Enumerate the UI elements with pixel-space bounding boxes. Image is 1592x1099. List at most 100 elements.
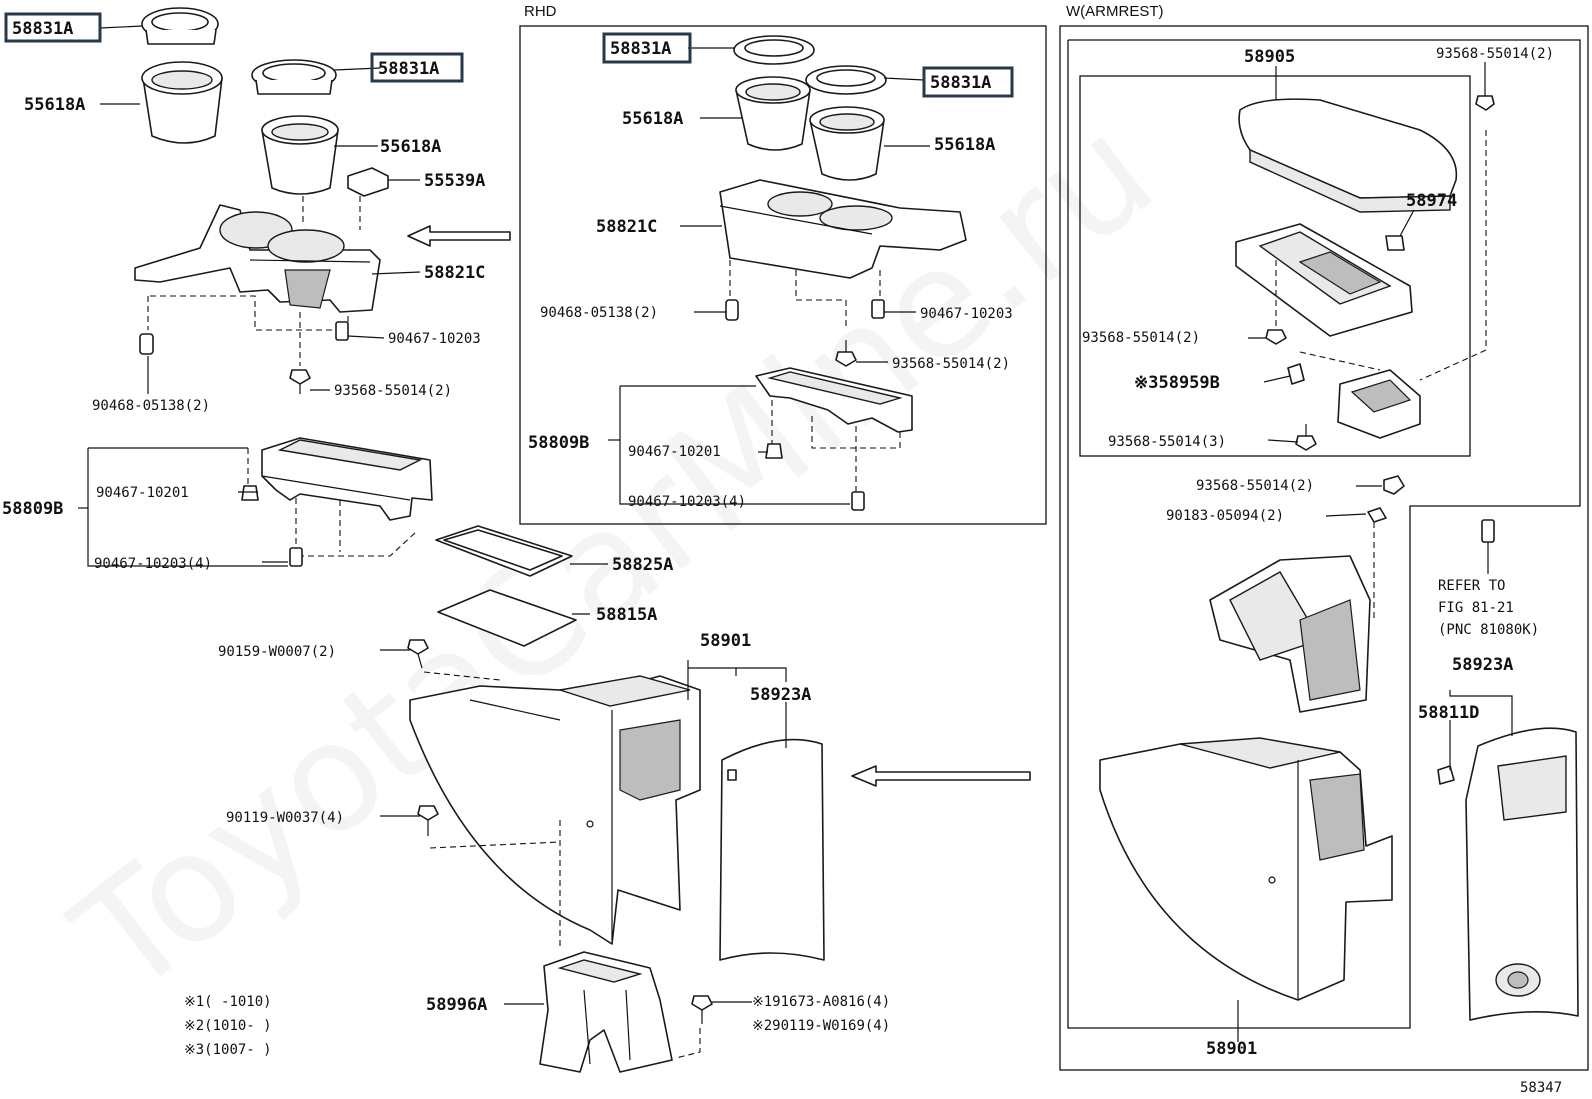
bolt-90119-W0037[interactable]: [417, 805, 439, 836]
cup-insert-55618A-rhd-1[interactable]: [735, 76, 811, 151]
direction-arrow-left-lower: [851, 765, 1031, 787]
label-55539A[interactable]: 55539A: [424, 171, 485, 191]
console-box-58901-armrest[interactable]: [1099, 737, 1393, 1001]
pad-58815A[interactable]: [437, 589, 577, 647]
clip-55539A[interactable]: [347, 167, 389, 197]
side-panel-58923A-middle[interactable]: [719, 738, 825, 961]
clip-90468-05138-rhd[interactable]: [725, 299, 739, 321]
screw-93568-55014-left[interactable]: [289, 369, 311, 394]
clip-90467-10201-rhd[interactable]: [765, 443, 783, 459]
label-58901-1[interactable]: 58901: [700, 631, 751, 651]
armrest-frame: W(ARMREST): [1059, 3, 1589, 1071]
footnote-1: ※1( -1010): [184, 994, 272, 1010]
label-58959B[interactable]: ※358959B: [1134, 373, 1220, 393]
highlight-58831A-4: [922, 66, 1014, 98]
part-labels: 58831A 55618A 58831A 55618A 55539A 58821…: [2, 19, 1562, 1096]
side-panel-58923A-armrest[interactable]: [1465, 727, 1579, 1021]
label-90119-W0037[interactable]: 90119-W0037(4): [226, 810, 344, 826]
label-290119-W0169[interactable]: ※290119-W0169(4): [752, 1018, 890, 1034]
screw-93568-55014-armrest-low[interactable]: [1383, 475, 1405, 495]
label-58905[interactable]: 58905: [1244, 47, 1295, 67]
label-58831A-2[interactable]: 58831A: [378, 59, 439, 79]
label-90183-05094[interactable]: 90183-05094(2): [1166, 508, 1284, 524]
label-58996A[interactable]: 58996A: [426, 995, 487, 1015]
cup-ring-58831A-rhd-1[interactable]: [733, 35, 815, 65]
harness-clip-reference[interactable]: [1481, 519, 1495, 574]
direction-arrow-left-upper: [407, 225, 511, 247]
clip-90183-05094[interactable]: [1367, 507, 1387, 523]
highlight-58831A-1: [4, 12, 102, 43]
cup-ring-58831A-top-left[interactable]: [141, 7, 219, 45]
cup-insert-55618A-rhd-2[interactable]: [809, 106, 885, 181]
label-90467-10203-4b[interactable]: 90467-10203(4): [628, 494, 746, 510]
clip-90468-05138-left[interactable]: [139, 333, 154, 355]
screw-93568-55014-armrest-top[interactable]: [1475, 84, 1495, 111]
screw-93568-55014-armrest-mid[interactable]: [1265, 329, 1287, 345]
bracket-58809B-left[interactable]: [261, 437, 433, 521]
clip-90467-10201-left[interactable]: [241, 485, 259, 501]
label-90467-10201-1[interactable]: 90467-10201: [96, 485, 189, 501]
label-58831A-3[interactable]: 58831A: [610, 39, 671, 59]
label-93568-55014-2a[interactable]: 93568-55014(2): [334, 383, 452, 399]
label-93568-55014-2c[interactable]: 93568-55014(2): [1436, 46, 1554, 62]
armrest-box-frame[interactable]: [1209, 555, 1371, 713]
clip-58959B[interactable]: [1287, 363, 1305, 385]
label-58821C-1[interactable]: 58821C: [424, 263, 485, 283]
bolt-191673-A0816[interactable]: [691, 995, 713, 1024]
label-58809B-1[interactable]: 58809B: [2, 499, 63, 519]
label-93568-55014-2d[interactable]: 93568-55014(2): [1082, 330, 1200, 346]
label-191673-A0816[interactable]: ※191673-A0816(4): [752, 994, 890, 1010]
highlight-58831A-3: [602, 32, 692, 64]
label-55618A-1[interactable]: 55618A: [24, 95, 85, 115]
label-93568-55014-2e[interactable]: 93568-55014(2): [1196, 478, 1314, 494]
clip-90467-10203-left[interactable]: [335, 321, 349, 341]
label-90468-05138-2a[interactable]: 90468-05138(2): [92, 398, 210, 414]
label-58974[interactable]: 58974: [1406, 191, 1457, 211]
label-90467-10203-1[interactable]: 90467-10203: [388, 331, 481, 347]
clip-58974[interactable]: [1385, 235, 1405, 251]
label-58809B-2[interactable]: 58809B: [528, 433, 589, 453]
label-90467-10201-2[interactable]: 90467-10201: [628, 444, 721, 460]
label-55618A-4[interactable]: 55618A: [934, 135, 995, 155]
screw-93568-55014-rhd[interactable]: [835, 340, 857, 367]
bracket-58996A[interactable]: [539, 951, 673, 1073]
clip-90467-10203-4-rhd[interactable]: [851, 491, 865, 511]
latch-assembly-58905[interactable]: [1337, 369, 1421, 439]
label-58901-2[interactable]: 58901: [1206, 1039, 1257, 1059]
cup-insert-55618A-left[interactable]: [141, 61, 223, 144]
label-58825A[interactable]: 58825A: [612, 555, 673, 575]
label-58923A-2[interactable]: 58923A: [1452, 655, 1513, 675]
label-90468-05138-2b[interactable]: 90468-05138(2): [540, 305, 658, 321]
cup-insert-55618A-mid[interactable]: [261, 115, 339, 195]
armrest-lid-58905[interactable]: [1238, 98, 1458, 213]
label-93568-55014-3[interactable]: 93568-55014(3): [1108, 434, 1226, 450]
footnote-3: ※3(1007- ): [184, 1042, 272, 1058]
clip-90467-10203-4-left[interactable]: [289, 547, 303, 567]
label-58811D[interactable]: 58811D: [1418, 703, 1479, 723]
label-55618A-2[interactable]: 55618A: [380, 137, 441, 157]
label-58831A-1[interactable]: 58831A: [12, 19, 73, 39]
clip-58811D[interactable]: [1437, 765, 1455, 785]
label-58821C-2[interactable]: 58821C: [596, 217, 657, 237]
clip-90467-10203-rhd[interactable]: [871, 299, 885, 319]
label-90467-10203-4a[interactable]: 90467-10203(4): [94, 556, 212, 572]
console-tray-58821C-rhd[interactable]: [719, 179, 967, 279]
screw-93568-55014-3[interactable]: [1295, 424, 1317, 451]
refer-note-line2: FIG 81-21: [1438, 600, 1514, 616]
label-93568-55014-2b[interactable]: 93568-55014(2): [892, 356, 1010, 372]
console-tray-58821C-left[interactable]: [134, 204, 381, 313]
console-box-58901-middle[interactable]: [409, 675, 701, 945]
label-58831A-4[interactable]: 58831A: [930, 73, 991, 93]
mat-58825A[interactable]: [435, 525, 573, 577]
label-90159-W0007[interactable]: 90159-W0007(2): [218, 644, 336, 660]
armrest-base-58905[interactable]: [1235, 223, 1413, 337]
bracket-58809B-rhd[interactable]: [755, 367, 913, 433]
label-58923A-1[interactable]: 58923A: [750, 685, 811, 705]
bolt-90159-W0007[interactable]: [407, 639, 429, 669]
leader-lines: [99, 25, 1513, 1042]
label-58815A[interactable]: 58815A: [596, 605, 657, 625]
label-90467-10203-2[interactable]: 90467-10203: [920, 306, 1013, 322]
cup-ring-58831A-rhd-2[interactable]: [805, 65, 887, 95]
label-55618A-3[interactable]: 55618A: [622, 109, 683, 129]
cup-ring-58831A-mid[interactable]: [251, 59, 337, 95]
